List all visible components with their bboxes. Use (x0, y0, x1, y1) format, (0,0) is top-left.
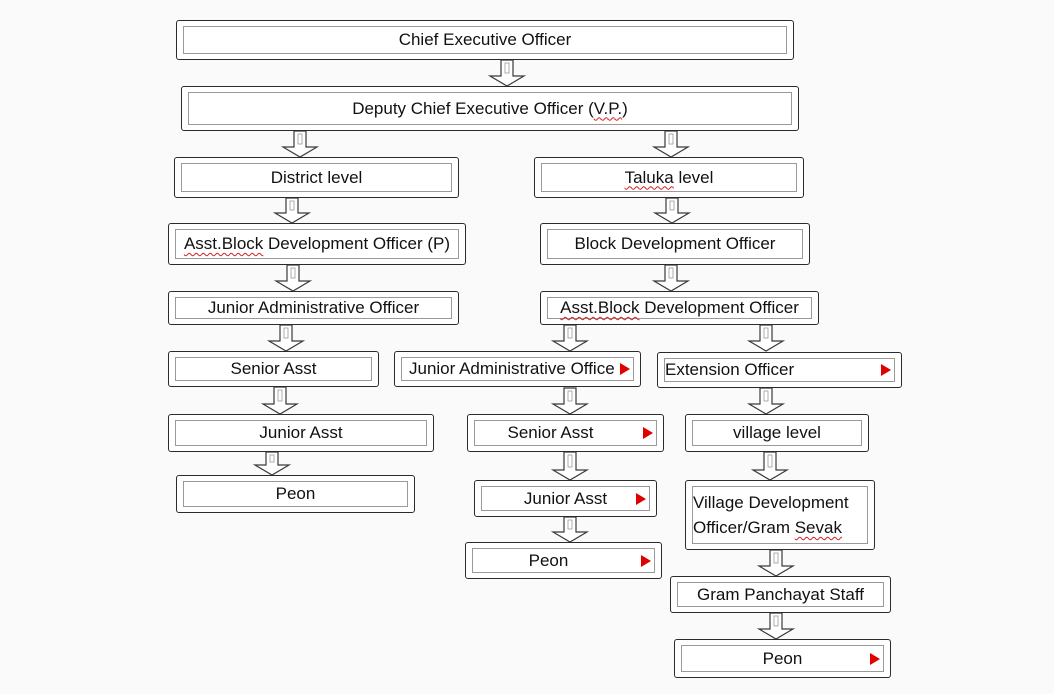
node-junior-administrative-office-mid: Junior Administrative Office (394, 351, 641, 387)
node-label: Peon (275, 484, 316, 503)
down-arrow (652, 197, 692, 224)
red-triangle-marker (620, 363, 630, 375)
node-inner-frame (401, 357, 634, 381)
down-arrow (272, 197, 312, 224)
node-inner-frame (547, 229, 803, 259)
node-inner-frame (481, 486, 650, 511)
red-triangle-marker (641, 554, 651, 567)
node-inner-frame (183, 26, 787, 54)
node-label-part: V.P. (593, 98, 623, 118)
arrow-inner-mark (297, 133, 303, 145)
red-triangle-marker (636, 492, 646, 505)
node-extension-officer: Extension Officer (657, 352, 902, 388)
node-label: Block Development Officer (574, 234, 776, 253)
node-deputy-chief-executive-officer: Deputy Chief Executive Officer (V.P.) (181, 86, 799, 131)
node-label-part: Asst.Block (183, 234, 264, 253)
node-inner-frame (664, 358, 895, 382)
arrow-inner-mark (290, 267, 296, 279)
arrow-inner-mark (567, 454, 573, 468)
node-peon-left: Peon (176, 475, 415, 513)
node-inner-frame (181, 163, 452, 192)
node-label: Asst.Block Development Officer (P) (183, 234, 451, 253)
node-label: District level (270, 167, 363, 187)
node-village-level: village level (685, 414, 869, 452)
node-inner-frame (175, 357, 372, 381)
node-inner-frame (188, 92, 792, 125)
arrow-inner-mark (668, 133, 674, 145)
node-inner-frame (175, 297, 452, 319)
node-label: Senior Asst (230, 359, 317, 378)
arrow-inner-mark (269, 454, 275, 463)
node-gram-panchayat-staff: Gram Panchayat Staff (670, 576, 891, 613)
arrow-inner-mark (567, 390, 573, 402)
node-inner-frame (692, 486, 868, 544)
arrow-inner-mark (504, 62, 510, 74)
down-arrow (252, 451, 292, 476)
red-triangle-marker (870, 652, 880, 665)
node-village-development-officer: Village Development Officer/Gram Sevak (685, 480, 875, 550)
node-junior-asst-left: Junior Asst (168, 414, 434, 452)
node-label: Chief Executive Officer (398, 30, 572, 49)
node-label: Asst.Block Development Officer (560, 298, 799, 317)
arrow-inner-mark (567, 327, 573, 339)
arrow-inner-mark (767, 454, 773, 468)
node-label: Village Development Officer/Gram Sevak (693, 493, 849, 537)
node-label: Gram Panchayat Staff (697, 584, 864, 604)
arrow-inner-mark (763, 327, 769, 339)
arrow-inner-mark (773, 615, 779, 627)
node-chief-executive-officer: Chief Executive Officer (176, 20, 794, 60)
node-label: Extension Officer (665, 360, 795, 379)
node-label: Junior Administrative Office (409, 359, 615, 378)
arrow-inner-mark (277, 389, 283, 402)
node-peon-mid: Peon (465, 542, 662, 579)
node-block-development-officer: Block Development Officer (540, 223, 810, 265)
node-senior-asst-mid: Senior Asst (467, 414, 664, 452)
node-junior-asst-mid: Junior Asst (474, 480, 657, 517)
node-inner-frame (175, 420, 427, 446)
node-label: Peon (528, 550, 569, 570)
node-label: village level (733, 423, 821, 442)
node-inner-frame (183, 481, 408, 507)
down-arrow (750, 451, 790, 481)
node-senior-asst-left: Senior Asst (168, 351, 379, 387)
arrow-inner-mark (283, 327, 289, 339)
node-inner-frame (681, 645, 884, 672)
node-label: Senior Asst (507, 423, 594, 442)
node-inner-frame (692, 420, 862, 446)
red-triangle-marker (643, 427, 653, 439)
arrow-inner-mark (669, 200, 675, 211)
down-arrow (550, 516, 590, 543)
node-label: Peon (762, 648, 803, 668)
node-peon-right: Peon (674, 639, 891, 678)
node-inner-frame (677, 582, 884, 607)
arrow-inner-mark (668, 267, 674, 279)
node-label: Junior Administrative Officer (207, 298, 420, 317)
arrow-inner-mark (289, 200, 295, 211)
node-label-part: Sevak (794, 518, 842, 537)
arrow-inner-mark (763, 390, 769, 402)
node-inner-frame (541, 163, 797, 192)
node-asst-block-development-officer-p: Asst.Block Development Officer (P) (168, 223, 466, 265)
arrow-inner-mark (773, 552, 779, 564)
red-triangle-marker (881, 364, 891, 376)
node-inner-frame (175, 229, 459, 259)
node-label-part: Asst.Block (560, 298, 640, 317)
node-label: Junior Asst (523, 488, 608, 508)
node-taluka-level: Taluka level (534, 157, 804, 198)
node-inner-frame (474, 420, 657, 446)
node-junior-administrative-officer-left: Junior Administrative Officer (168, 291, 459, 325)
node-inner-frame (547, 297, 812, 319)
node-label-part: Taluka (624, 167, 674, 187)
down-arrow (550, 451, 590, 481)
node-asst-block-development-officer: Asst.Block Development Officer (540, 291, 819, 325)
node-label: Taluka level (624, 167, 714, 187)
node-label: Junior Asst (259, 423, 343, 442)
arrow-inner-mark (567, 519, 573, 530)
down-arrow (260, 386, 300, 415)
node-district-level: District level (174, 157, 459, 198)
node-label: Deputy Chief Executive Officer (V.P.) (352, 98, 628, 118)
node-inner-frame (472, 548, 655, 573)
